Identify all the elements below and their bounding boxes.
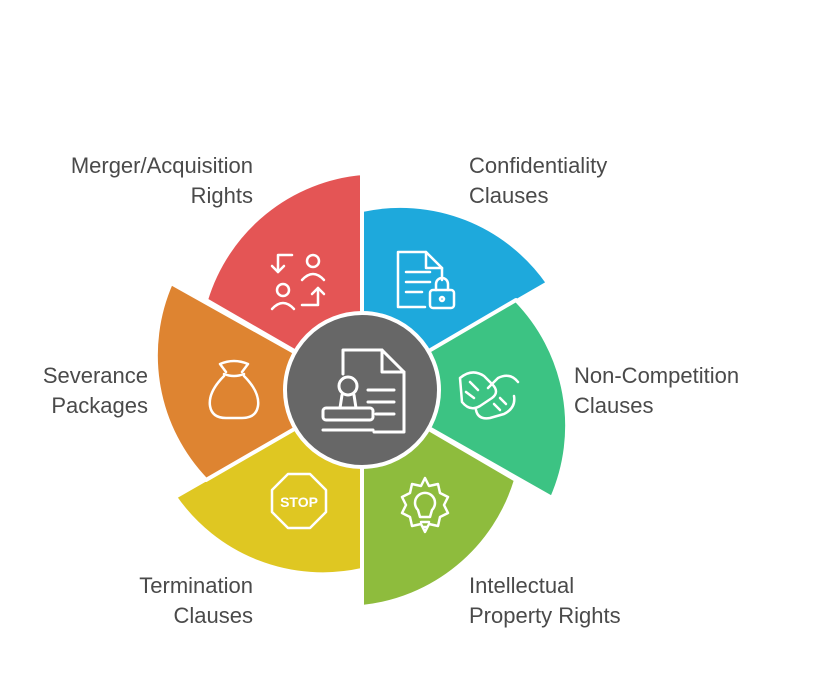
label-non-competition: Non-Competition Clauses: [574, 361, 739, 421]
label-merger-acquisition-line1: Merger/Acquisition: [70, 153, 253, 178]
lightbulb-gear-icon: [400, 476, 450, 534]
label-severance: Severance Packages: [43, 361, 148, 421]
label-intellectual-property: Intellectual Property Rights: [469, 571, 621, 631]
label-non-competition-line2: Clauses: [574, 393, 654, 418]
label-intellectual-property-line1: Intellectual: [469, 573, 575, 598]
svg-text:STOP: STOP: [280, 494, 318, 510]
label-termination-line1: Termination: [139, 573, 253, 598]
label-confidentiality-line2: Clauses: [469, 183, 549, 208]
label-severance-line1: Severance: [42, 363, 148, 388]
document-lock-icon: [396, 250, 456, 310]
center-hub: [283, 311, 441, 469]
label-confidentiality-line1: Confidentiality: [469, 153, 608, 178]
sector-non-competition: [360, 298, 570, 500]
label-confidentiality: Confidentiality Clauses: [469, 151, 607, 211]
label-merger-acquisition-line2: Rights: [190, 183, 253, 208]
label-severance-line2: Packages: [51, 393, 148, 418]
sector-severance: [153, 281, 364, 482]
label-termination-line2: Clauses: [173, 603, 253, 628]
label-non-competition-line1: Non-Competition: [574, 363, 740, 388]
label-intellectual-property-line2: Property Rights: [469, 603, 621, 628]
contract-stamp-icon: [321, 348, 406, 434]
money-bag-icon: [208, 359, 260, 420]
stop-sign-icon: STOP: [270, 472, 328, 530]
label-termination: Termination Clauses: [139, 571, 253, 631]
label-merger-acquisition: Merger/Acquisition Rights: [71, 151, 253, 211]
people-exchange-icon: [270, 253, 326, 311]
handshake-icon: [458, 371, 520, 420]
